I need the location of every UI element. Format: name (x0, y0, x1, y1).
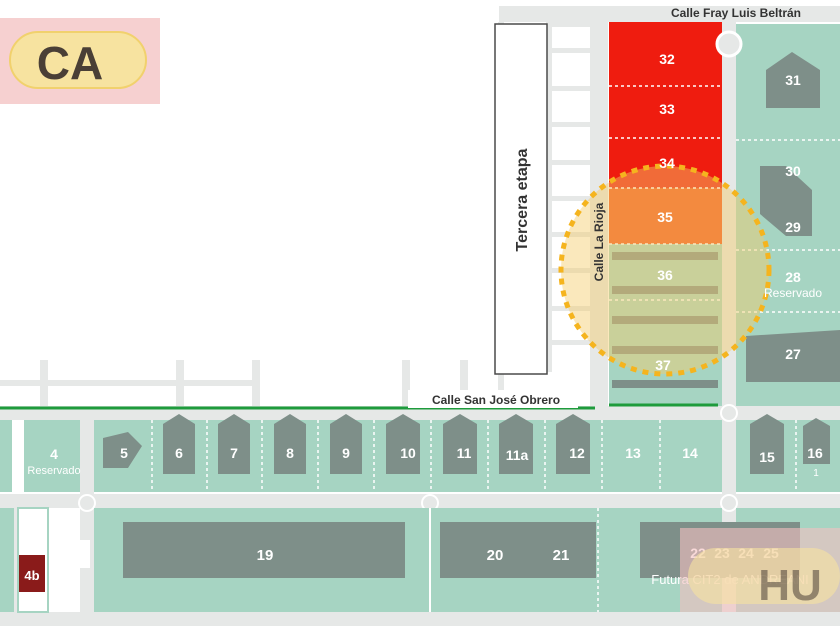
bottom-white-box (58, 540, 90, 568)
lot-9-label: 9 (342, 445, 350, 461)
watermark-logo-top-left: CA (0, 18, 160, 104)
lot-4-note: Reservado (27, 465, 80, 477)
street-north-label: Calle Fray Luis Beltrán (671, 6, 801, 20)
mid-row-buildings (103, 414, 830, 474)
lot-13-label: 13 (625, 445, 641, 461)
lot-37-label: 37 (655, 357, 671, 373)
roundabout-south-west (78, 494, 96, 512)
lot-14-label: 14 (682, 445, 698, 461)
lot-34[interactable] (609, 138, 722, 188)
lot-31-label: 31 (785, 72, 801, 88)
lot-30-label: 30 (785, 163, 801, 179)
road-network (0, 6, 840, 626)
lot-36-37-buildings (612, 252, 718, 388)
lot-15-label: 15 (759, 449, 775, 465)
watermark-logo-top-left-text: CA (37, 37, 103, 89)
lot-28-label: 28 (785, 269, 801, 285)
lot-5-label: 5 (120, 445, 128, 461)
lot-28-note: Reservado (764, 286, 822, 300)
mid-row-left[interactable] (0, 420, 12, 492)
watermark-logo-bottom-right: HU (680, 528, 840, 612)
lot-11a-label: 11a (506, 447, 529, 463)
bottom-left-plot[interactable] (0, 508, 14, 612)
lot-4b[interactable] (19, 555, 45, 592)
lot-6-label: 6 (175, 445, 183, 461)
lot-29-label: 29 (785, 219, 801, 235)
lot-32-label: 32 (659, 51, 675, 67)
watermark-logo-bottom-right-text: HU (758, 561, 822, 610)
east-buildings (746, 52, 840, 382)
street-south-label: Calle San José Obrero (432, 393, 560, 407)
lot-36-label: 36 (657, 267, 673, 283)
lot-16-sublabel: 1 (813, 468, 819, 479)
lot-16-label: 16 (807, 445, 823, 461)
third-stage-label: Tercera etapa (514, 148, 531, 251)
lot-7-label: 7 (230, 445, 238, 461)
lot-27-label: 27 (785, 346, 801, 362)
lot-4-label: 4 (50, 446, 58, 462)
lot-11-label: 11 (457, 445, 472, 461)
lot-33-label: 33 (659, 101, 675, 117)
roundabout-south-east (720, 494, 738, 512)
lot-12-label: 12 (569, 445, 585, 461)
roundabout-mid (720, 404, 738, 422)
lot-4[interactable] (24, 420, 80, 492)
lot-35-label: 35 (657, 209, 673, 225)
third-stage-block[interactable] (494, 23, 548, 375)
lot-35[interactable] (609, 188, 722, 244)
highlight-area (558, 163, 772, 377)
lot-dividers (609, 85, 722, 301)
roundabout-north (715, 30, 743, 58)
lot-4b-label: 4b (24, 568, 39, 583)
lot-19-label: 19 (257, 547, 274, 564)
mid-row-dividers (151, 420, 797, 492)
lot-8-label: 8 (286, 445, 294, 461)
lot-20-label: 20 (487, 547, 504, 564)
lot-34-label: 34 (659, 155, 675, 171)
lot-10-label: 10 (400, 445, 416, 461)
street-west-label: Calle La Rioja (592, 202, 606, 281)
lot-21-label: 21 (553, 547, 570, 564)
lot-32[interactable] (609, 22, 722, 86)
lot-33[interactable] (609, 86, 722, 138)
